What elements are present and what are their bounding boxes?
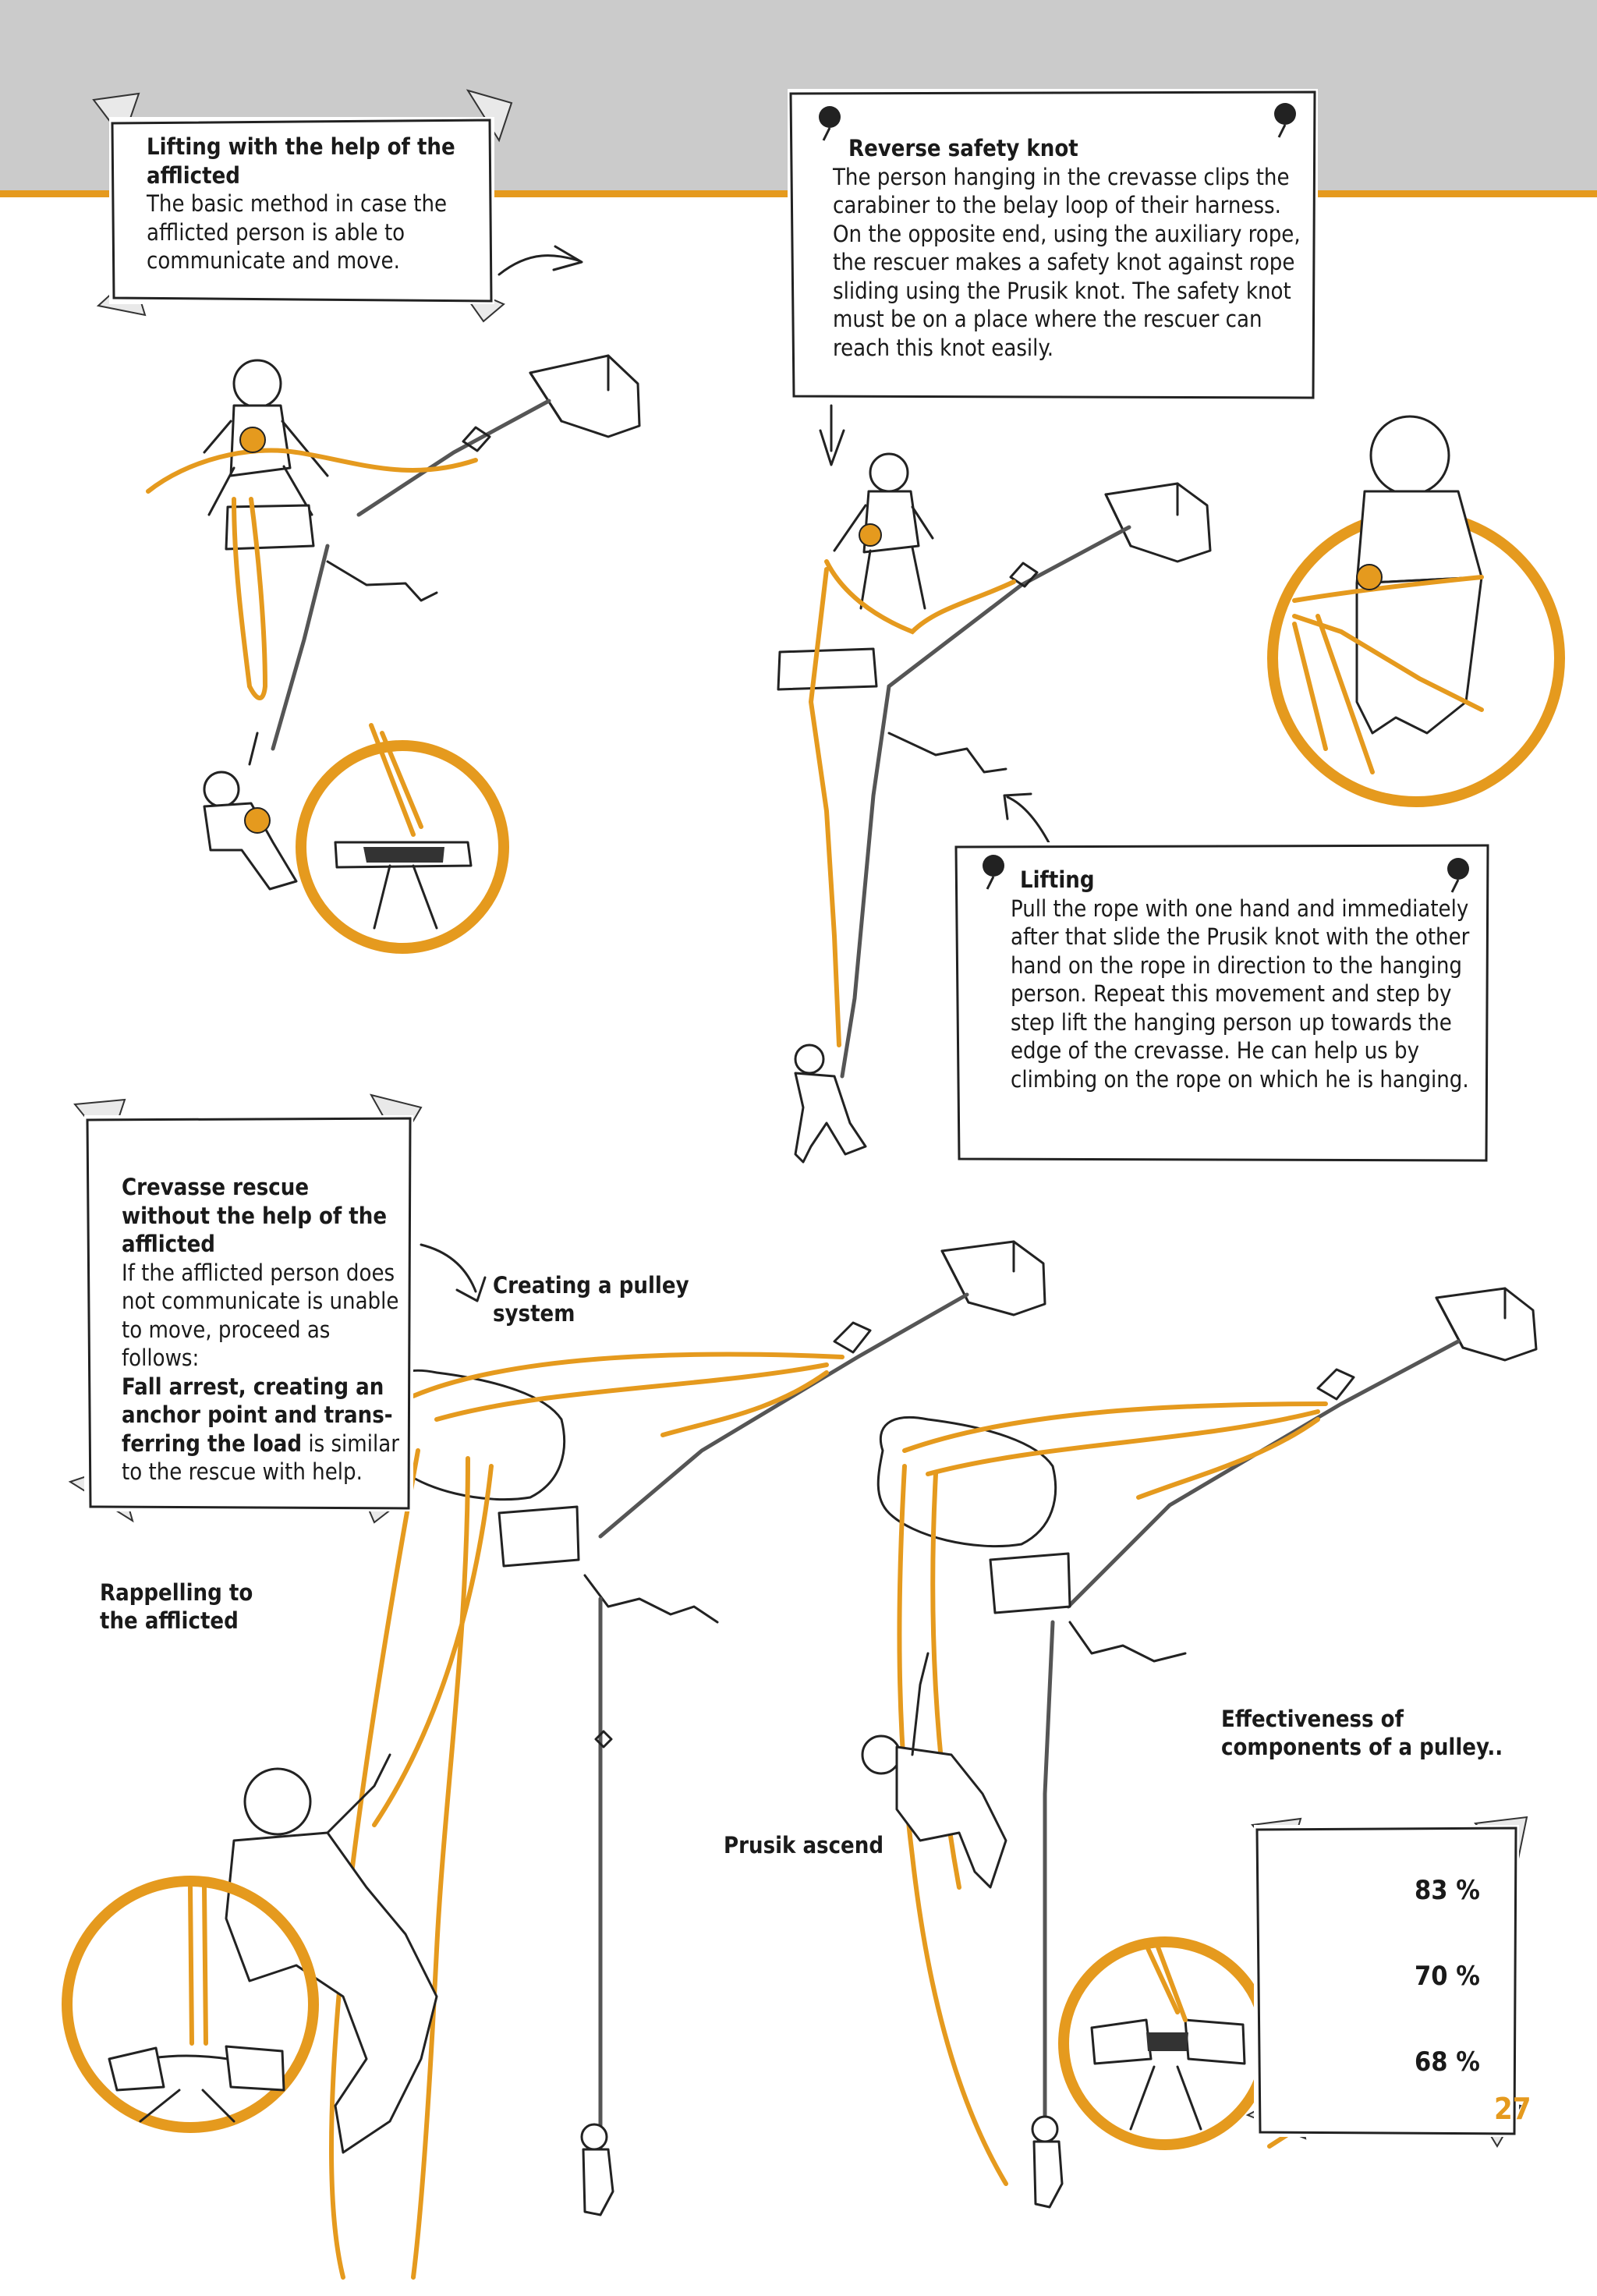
scene-reverse-safety-knot: [777, 415, 1565, 1164]
note-lifting-with-help: Lifting with the help of the afflicted T…: [109, 117, 494, 304]
note-border: [1255, 1827, 1517, 2135]
efficiency-value: 83 %: [1415, 1875, 1480, 1906]
note-bold-phrase: Fall arrest, creating an anchor point an…: [122, 1373, 393, 1457]
note-lifting: Lifting Pull the rope with one hand and …: [953, 842, 1491, 1164]
note-body: If the afflicted person does not communi…: [122, 1259, 399, 1372]
label-rappelling: Rappelling to the afflicted: [100, 1579, 253, 1634]
label-effectiveness: Effectiveness of components of a pulley.…: [1221, 1706, 1503, 1760]
pulley-effectiveness-box: [1254, 1825, 1519, 2137]
note-border: [789, 90, 1316, 399]
efficiency-value: 70 %: [1415, 1961, 1480, 1992]
efficiency-value: 68 %: [1415, 2046, 1480, 2078]
note-body: Pull the rope with one hand and immedi­a…: [1011, 895, 1470, 1093]
note-tail: is similar to the rescue with help.: [122, 1430, 399, 1486]
scene-pulley-system: [62, 1240, 1046, 2280]
note-title: Reverse safety knot: [848, 135, 1078, 161]
note-border: [954, 844, 1489, 1162]
note-border: [86, 1117, 412, 1510]
note-body: The basic method in case the af­flicted …: [147, 190, 448, 274]
note-reverse-safety-knot: Reverse safety knot The person hanging i…: [788, 89, 1318, 401]
note-without-help: Crevasse rescue without the help of the …: [84, 1115, 413, 1511]
label-creating-pulley: Creating a pulley system: [493, 1272, 689, 1327]
page-number: 27: [1494, 2092, 1531, 2126]
note-title: Lifting: [1020, 866, 1095, 893]
note-border: [111, 119, 493, 303]
note-title: Crevasse rescue without the help of the …: [122, 1174, 388, 1257]
arrow-icons: [420, 245, 1054, 1302]
label-prusik-ascend: Prusik ascend: [724, 1832, 884, 1858]
scene-lifting-with-help: [146, 354, 641, 954]
note-title: Lifting with the help of the afflicted: [147, 133, 455, 189]
scene-prusik-ascend: [861, 1287, 1538, 2209]
note-body: The person hanging in the crevasse clips…: [833, 163, 1301, 361]
